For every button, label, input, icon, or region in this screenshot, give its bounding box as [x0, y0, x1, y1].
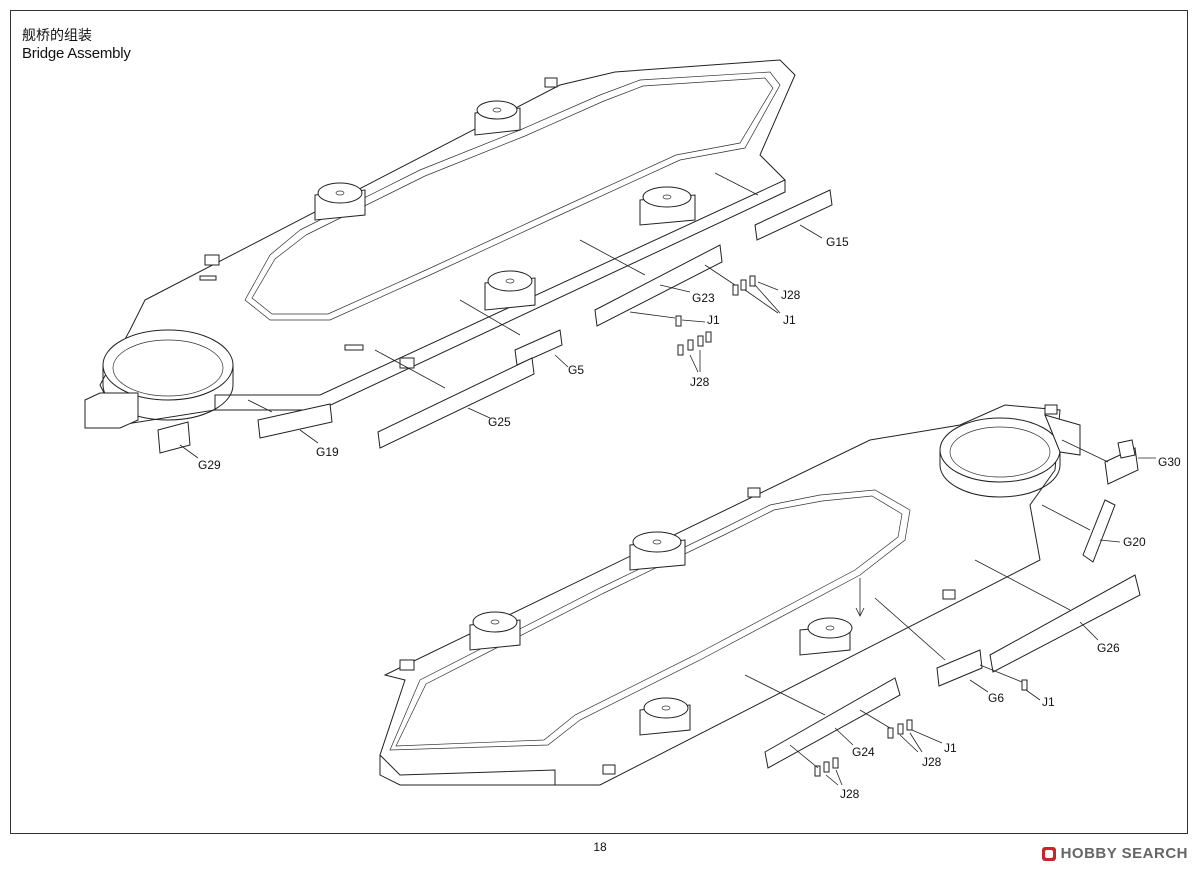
part-g23	[594, 244, 723, 327]
page-number: 18	[593, 840, 607, 854]
label-j28-c: J28	[922, 755, 942, 769]
label-g5: G5	[568, 363, 584, 377]
lower-parts: G30 G20 G26 G6 J1 G24	[744, 439, 1181, 801]
pins-lower	[814, 719, 913, 777]
part-g20	[1082, 499, 1116, 563]
label-g15: G15	[826, 235, 849, 249]
label-g26: G26	[1097, 641, 1120, 655]
lower-circular-wall	[939, 417, 1061, 483]
upper-deck	[84, 59, 796, 429]
label-j28-b: J28	[690, 375, 710, 389]
watermark-text: HOBBY SEARCH	[1060, 845, 1188, 862]
part-g5	[514, 329, 563, 366]
part-g29	[157, 421, 191, 454]
label-j1-b: J1	[707, 313, 720, 327]
label-g19: G19	[316, 445, 339, 459]
upper-parts: G15 G23 J28 J1 J1 J28	[157, 172, 849, 472]
label-j28-a: J28	[781, 288, 801, 302]
label-j1-d: J1	[944, 741, 957, 755]
pins-j28-upper	[675, 275, 756, 356]
label-g23: G23	[692, 291, 715, 305]
upper-circular-wall	[102, 329, 234, 401]
part-g26	[989, 574, 1141, 673]
label-g25: G25	[488, 415, 511, 429]
upper-pads	[314, 100, 696, 311]
title-english: Bridge Assembly	[22, 45, 131, 62]
label-g29: G29	[198, 458, 221, 472]
page-frame	[10, 10, 1188, 834]
label-g24: G24	[852, 745, 875, 759]
label-g20: G20	[1123, 535, 1146, 549]
label-g30: G30	[1158, 455, 1181, 469]
watermark: HOBBY SEARCH	[1041, 845, 1188, 862]
lower-pads	[469, 531, 853, 736]
part-g15	[754, 189, 833, 241]
watermark-logo-icon	[1041, 846, 1056, 861]
label-j1-c: J1	[1042, 695, 1055, 709]
lower-deck-plate	[379, 404, 1061, 786]
upper-deck-plate	[99, 59, 796, 426]
label-j28-d: J28	[840, 787, 860, 801]
part-g6	[936, 649, 983, 687]
label-g6: G6	[988, 691, 1004, 705]
label-j1-a: J1	[783, 313, 796, 327]
part-g25	[377, 357, 535, 449]
part-g24	[764, 677, 901, 769]
title-chinese: 舰桥的组装	[22, 27, 92, 43]
part-g19	[257, 403, 333, 439]
lower-deck	[379, 404, 1081, 786]
